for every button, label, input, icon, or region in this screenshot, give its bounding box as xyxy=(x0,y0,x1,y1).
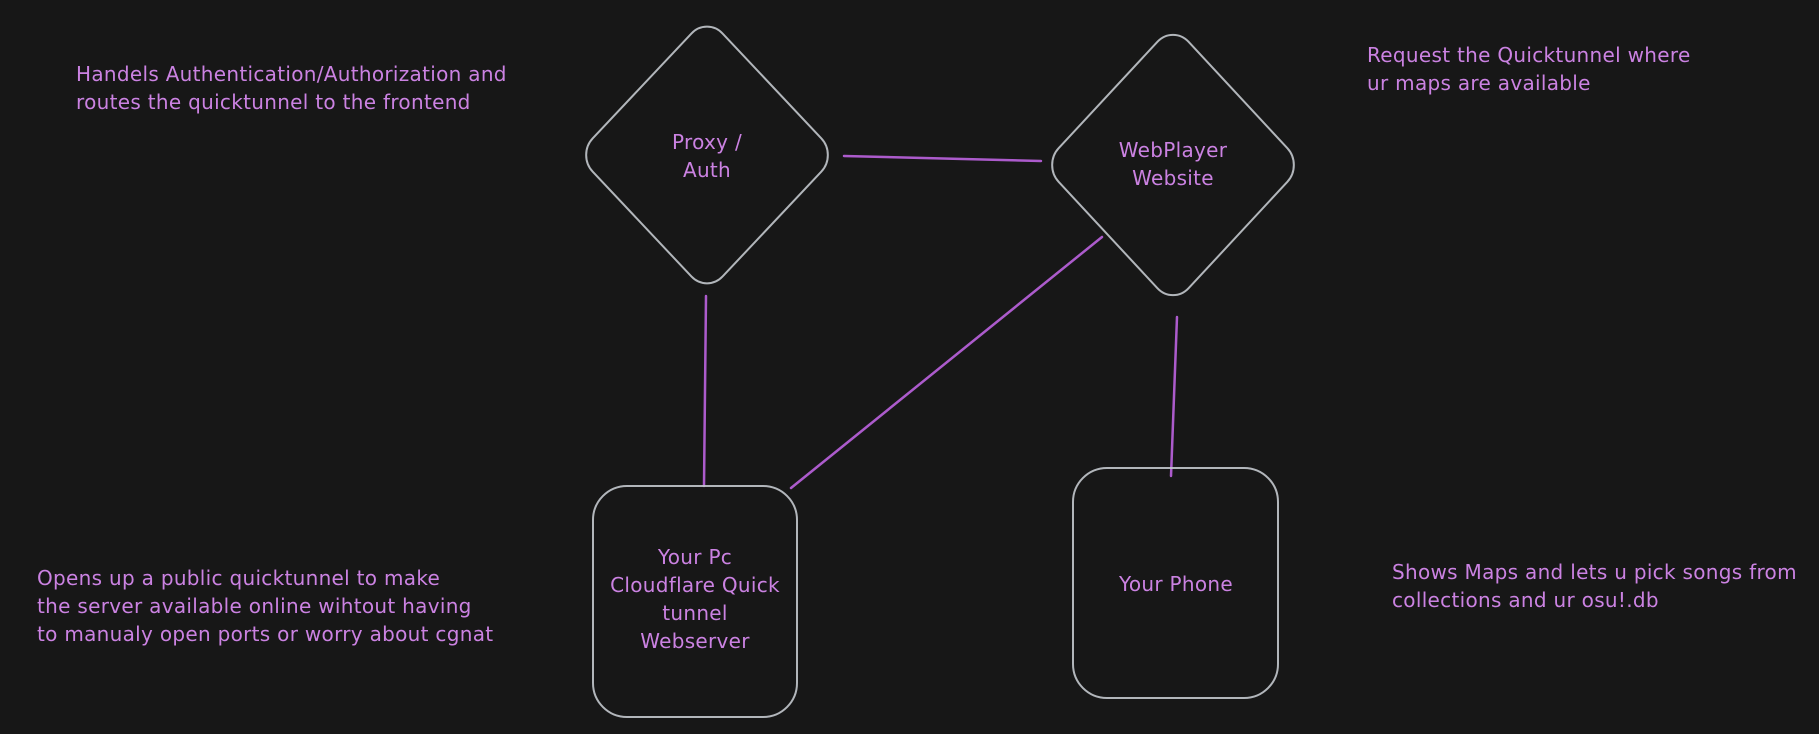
webplayer-website-diamond[interactable] xyxy=(1043,25,1303,305)
note-proxy-auth-description[interactable]: Handels Authentication/Authorization and… xyxy=(76,62,507,114)
your-phone-box[interactable] xyxy=(1072,467,1279,699)
edge-webplayer-to-your-phone[interactable] xyxy=(1169,315,1179,478)
edge-proxy-auth-to-your-pc[interactable] xyxy=(702,294,708,488)
note-webplayer-request-description[interactable]: Request the Quicktunnel where ur maps ar… xyxy=(1367,43,1691,95)
proxy-auth-label[interactable]: Proxy / Auth xyxy=(672,130,742,182)
note-phone-usage-description[interactable]: Shows Maps and lets u pick songs from co… xyxy=(1392,560,1797,612)
note-quicktunnel-description[interactable]: Opens up a public quicktunnel to make th… xyxy=(37,566,494,646)
your-phone-label[interactable]: Your Phone xyxy=(1118,572,1234,596)
edge-proxy-auth-to-webplayer[interactable] xyxy=(842,154,1043,163)
your-pc-label[interactable]: Your Pc Cloudflare Quick tunnel Webserve… xyxy=(610,545,780,653)
edge-webplayer-to-your-pc[interactable] xyxy=(789,235,1104,490)
proxy-auth-diamond[interactable] xyxy=(577,17,837,293)
webplayer-website-label[interactable]: WebPlayer Website xyxy=(1118,138,1228,190)
your-pc-box[interactable] xyxy=(592,485,798,718)
